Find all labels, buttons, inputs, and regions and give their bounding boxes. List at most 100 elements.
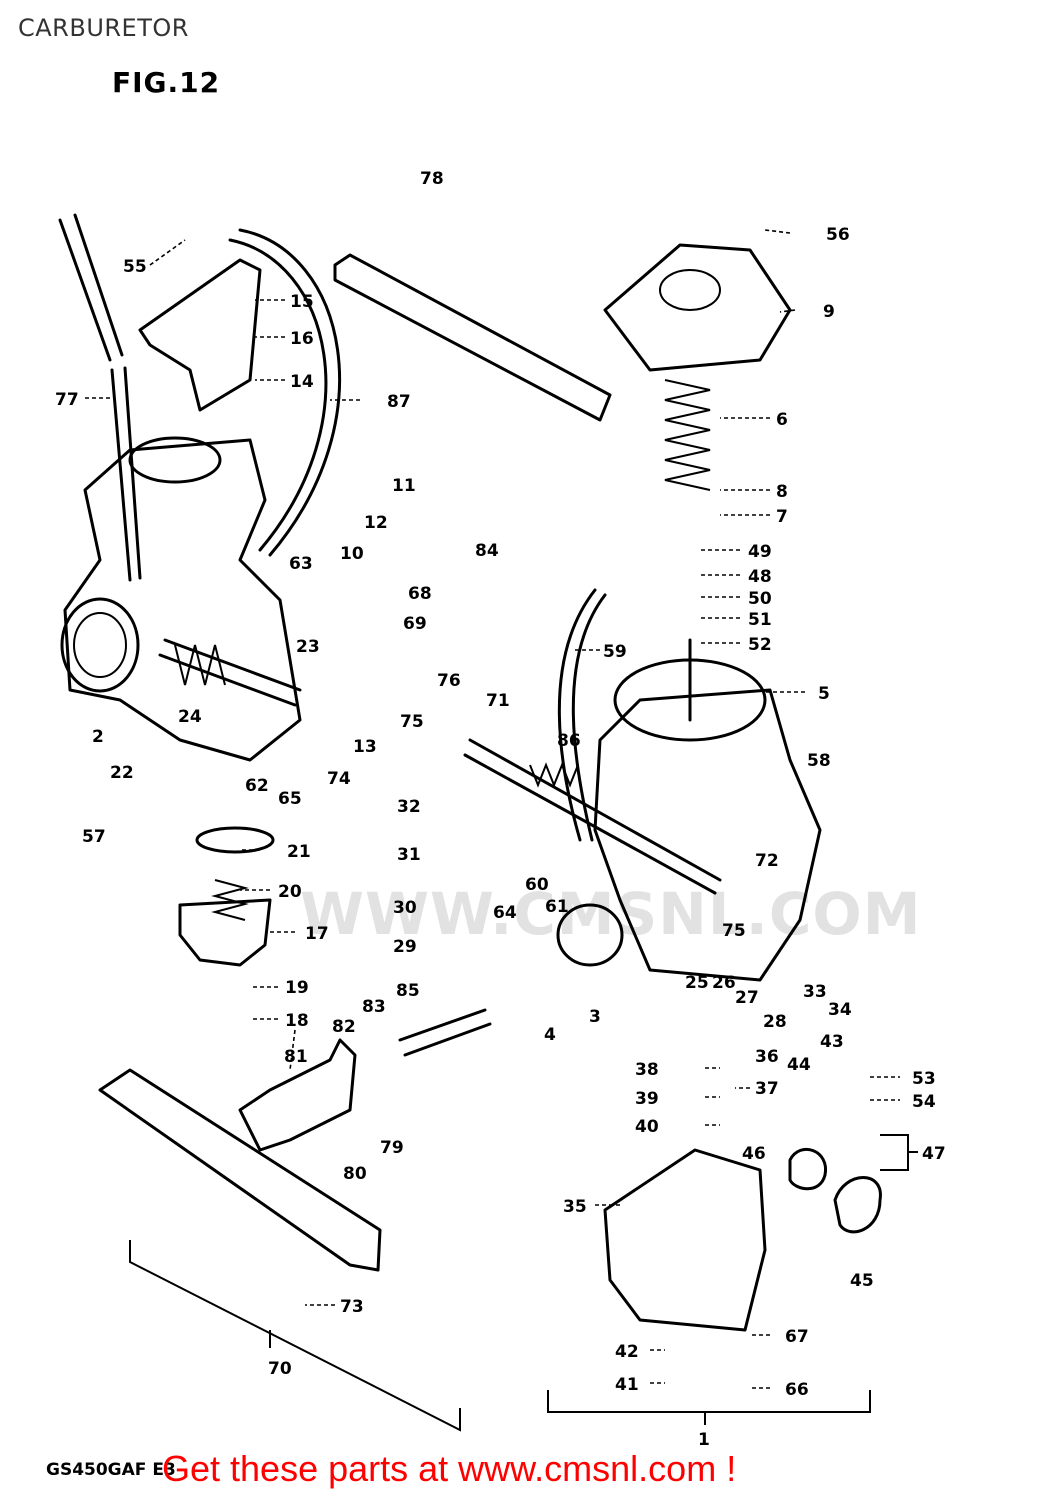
callout-70: 70 (268, 1359, 292, 1379)
left-chamber-top (128, 436, 222, 484)
callout-5: 5 (818, 684, 830, 704)
callout-52: 52 (748, 635, 772, 655)
callout-59: 59 (603, 642, 627, 662)
watermark: WWW.CMSNL.COM (300, 880, 922, 948)
callout-31: 31 (397, 845, 421, 865)
callout-65: 65 (278, 789, 302, 809)
float-chamber-35 (603, 1148, 767, 1332)
callout-51: 51 (748, 610, 772, 630)
callout-14: 14 (290, 372, 314, 392)
callout-labels: 1 2 3 4 5 6 7 8 9 10 11 12 13 14 15 16 1… (55, 169, 946, 1450)
overflow-tube-87 (228, 228, 341, 557)
callout-77: 77 (55, 390, 79, 410)
callout-10: 10 (340, 544, 364, 564)
callout-62: 62 (245, 776, 269, 796)
lower-rail-70 (98, 1068, 382, 1272)
assembly-bracket-1 (547, 1390, 871, 1425)
callout-53: 53 (912, 1069, 936, 1089)
callout-36: 36 (755, 1047, 779, 1067)
callout-85: 85 (396, 981, 420, 1001)
callout-66: 66 (785, 1380, 809, 1400)
callout-81: 81 (284, 1047, 308, 1067)
callout-75: 75 (400, 712, 424, 732)
callout-4: 4 (544, 1025, 556, 1045)
bracket-15 (138, 258, 262, 412)
callout-47: 47 (922, 1144, 946, 1164)
callout-26: 26 (712, 973, 736, 993)
callout-64: 64 (493, 903, 517, 923)
callout-3: 3 (589, 1007, 601, 1027)
callout-61: 61 (545, 897, 569, 917)
callout-23: 23 (296, 637, 320, 657)
callout-86: 86 (557, 731, 581, 751)
spring-24 (174, 644, 226, 686)
callout-39: 39 (635, 1089, 659, 1109)
throttle-shaft (158, 638, 302, 707)
callout-17: 17 (305, 924, 329, 944)
tube-59 (557, 588, 607, 842)
throttle-shaft-71 (463, 738, 722, 895)
left-intake-ring (60, 597, 140, 693)
top-cover-9 (603, 243, 792, 372)
assembly-bracket-70 (129, 1240, 461, 1432)
callout-13: 13 (353, 737, 377, 757)
callout-18: 18 (285, 1011, 309, 1031)
callout-69: 69 (403, 614, 427, 634)
callout-40: 40 (635, 1117, 659, 1137)
callout-76: 76 (437, 671, 461, 691)
right-carburetor-body (593, 688, 822, 982)
callout-73: 73 (340, 1297, 364, 1317)
assembly-bracket-47 (880, 1134, 918, 1171)
callout-55: 55 (123, 257, 147, 277)
callout-72: 72 (755, 851, 779, 871)
callout-48: 48 (748, 567, 772, 587)
callout-75b: 75 (722, 921, 746, 941)
model-code: GS450GAF E3 (46, 1460, 176, 1480)
callout-67: 67 (785, 1327, 809, 1347)
callout-7: 7 (776, 507, 788, 527)
callout-34: 34 (828, 1000, 852, 1020)
callout-79: 79 (380, 1138, 404, 1158)
callout-27: 27 (735, 988, 759, 1008)
callout-57: 57 (82, 827, 106, 847)
callout-15: 15 (290, 292, 314, 312)
callout-74: 74 (327, 769, 351, 789)
screw-85 (398, 1008, 492, 1057)
callout-71: 71 (486, 691, 510, 711)
callout-58: 58 (807, 751, 831, 771)
callout-56: 56 (826, 225, 850, 245)
callout-20: 20 (278, 882, 302, 902)
callout-38: 38 (635, 1060, 659, 1080)
callout-2: 2 (92, 727, 104, 747)
seal-21 (195, 826, 275, 854)
callout-78: 78 (420, 169, 444, 189)
callout-54: 54 (912, 1092, 936, 1112)
cover-17 (178, 898, 272, 967)
fuel-tube-77 (58, 213, 142, 582)
page-title: CARBURETOR (18, 14, 189, 42)
callout-43: 43 (820, 1032, 844, 1052)
callout-46: 46 (742, 1144, 766, 1164)
bracket-82 (238, 1038, 357, 1152)
callout-12: 12 (364, 513, 388, 533)
callout-83: 83 (362, 997, 386, 1017)
top-rail (333, 253, 612, 422)
callout-44: 44 (787, 1055, 811, 1075)
callout-45: 45 (850, 1271, 874, 1291)
callout-22: 22 (110, 763, 134, 783)
callout-60: 60 (525, 875, 549, 895)
callout-33: 33 (803, 982, 827, 1002)
promo-link[interactable]: Get these parts at www.cmsnl.com ! (162, 1448, 737, 1489)
callout-28: 28 (763, 1012, 787, 1032)
callout-9: 9 (823, 302, 835, 322)
spring-20 (211, 879, 249, 921)
callout-21: 21 (287, 842, 311, 862)
throttle-cap-3 (556, 903, 624, 967)
callout-80: 80 (343, 1164, 367, 1184)
spring-86 (529, 762, 579, 788)
callout-16: 16 (290, 329, 314, 349)
callout-87: 87 (387, 392, 411, 412)
callout-25: 25 (685, 973, 709, 993)
callout-50: 50 (748, 589, 772, 609)
